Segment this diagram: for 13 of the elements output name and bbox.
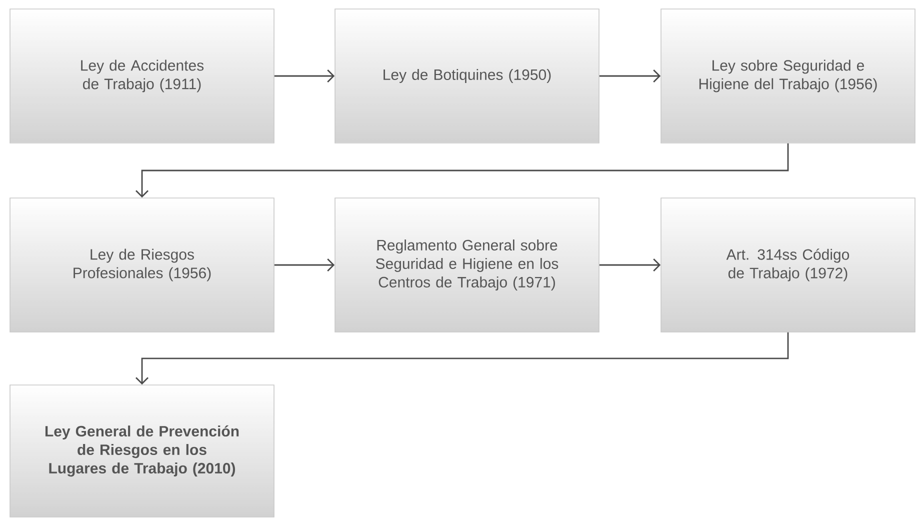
- process-box: Ley de Riesgos Profesionales (1956): [10, 198, 274, 332]
- arrow: [136, 143, 789, 198]
- process-box: Ley de Accidentes de Trabajo (1911): [10, 8, 274, 144]
- process-box: Ley de Botiquines (1950): [334, 8, 600, 144]
- process-box: Ley General de Prevención de Riesgos en los Lugares de Trabajo (2010): [10, 384, 274, 518]
- arrow: [274, 258, 335, 272]
- arrow: [136, 332, 789, 385]
- process-box: Reglamento General sobre Seguridad e Higiene en los Centros de Trabajo (1971): [334, 198, 600, 332]
- arrow: [599, 70, 661, 82]
- process-box: Ley sobre Seguridad e Higiene del Trabajo (1956): [660, 8, 916, 144]
- arrow: [274, 70, 335, 82]
- arrow: [599, 258, 661, 272]
- process-box: Art. 314ss Código de Trabajo (1972): [660, 198, 916, 332]
